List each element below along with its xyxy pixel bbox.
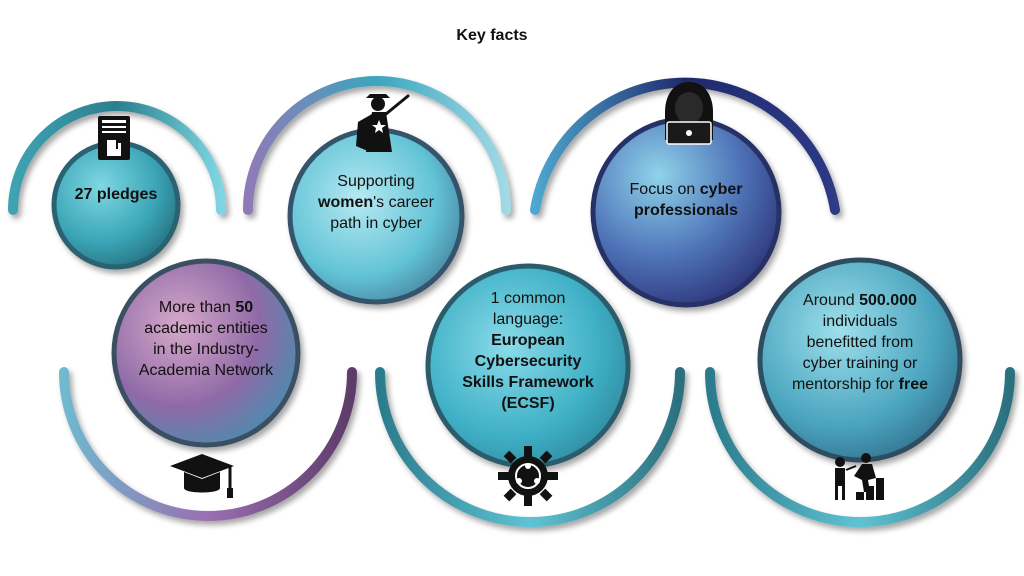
fact-professionals: Focus on cyber professionals (629, 181, 743, 219)
mentorship-growth-icon (835, 453, 884, 500)
fact-academia: More than 50 academic entities in the In… (138, 299, 274, 379)
circle-pledges (51, 140, 181, 270)
graduation-cap-icon (170, 454, 234, 498)
arc-academia (59, 367, 357, 521)
superhero-woman-icon (356, 94, 410, 152)
fact-ecsf: 1 common language: European Cybersecurit… (462, 290, 594, 412)
arc-ecsf (375, 367, 685, 527)
network-gear-icon (498, 446, 558, 506)
page-title: Key facts (456, 27, 528, 44)
fact-individuals: Around 500.000 individuals benefitted fr… (791, 292, 929, 393)
arc-individuals (705, 367, 1015, 527)
hacker-laptop-icon (665, 82, 713, 145)
fact-women: Supporting women's career path in cyber (318, 173, 434, 232)
arc-women (243, 76, 511, 215)
circle-individuals (757, 257, 963, 463)
arc-pledges (8, 101, 226, 215)
fact-pledges: 27 pledges (74, 186, 158, 203)
document-hand-icon (98, 116, 130, 160)
circle-academia (111, 258, 301, 448)
